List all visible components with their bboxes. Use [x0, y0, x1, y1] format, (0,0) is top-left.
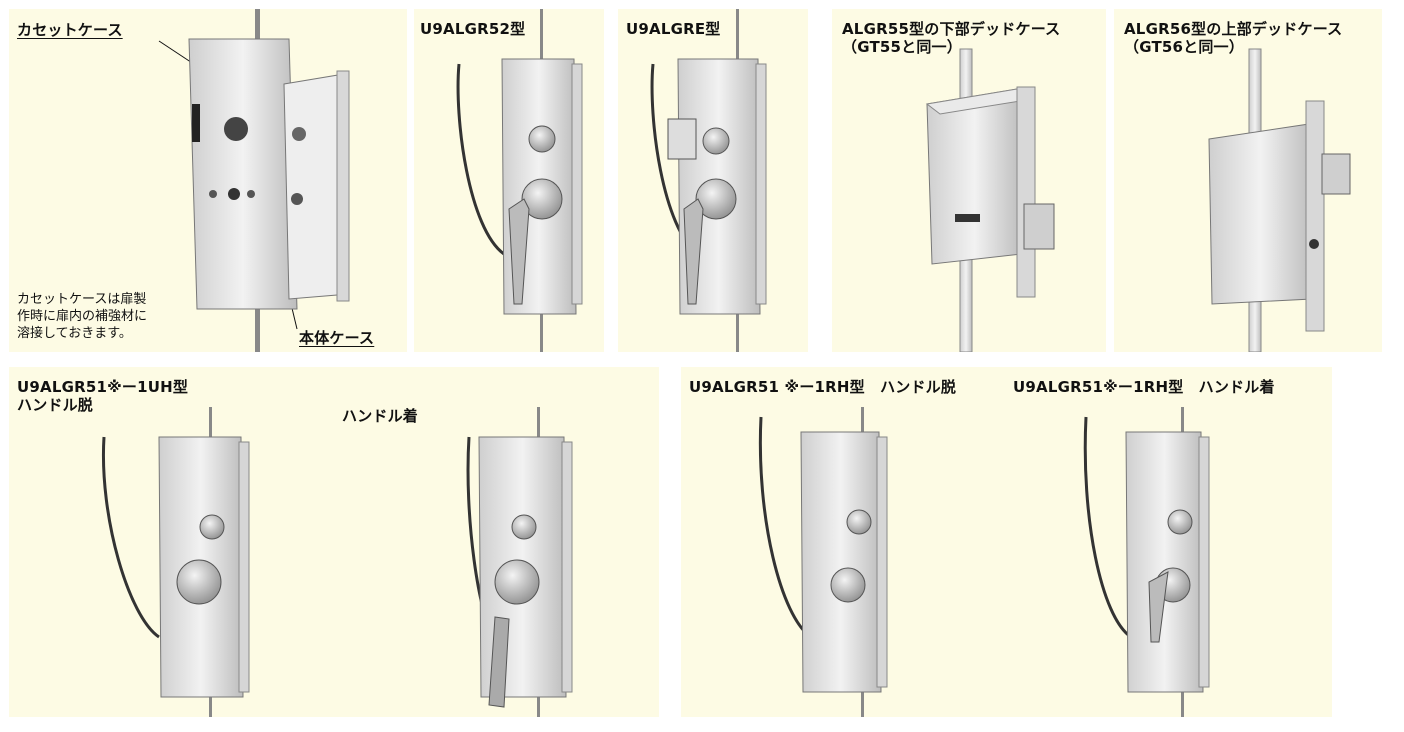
u9algre-illustration [650, 9, 767, 352]
panel-algr55: ALGR55型の下部デッドケース （GT55と同一） [832, 9, 1106, 352]
label-body-case: 本体ケース [299, 329, 375, 347]
u9algr52-illustration [456, 9, 583, 352]
title-u9algr52: U9ALGR52型 [420, 20, 526, 38]
algr56-illustration [1208, 48, 1351, 352]
lock-cassette-illustration [158, 9, 350, 352]
panel-u9algr51-uh: U9ALGR51※ー1UH型 ハンドル脱 ハンドル着 [9, 367, 659, 717]
label-cassette-case: カセットケース [17, 21, 123, 39]
title-u9algr51-uh: U9ALGR51※ー1UH型 ハンドル脱 [17, 378, 189, 414]
title-u9algre: U9ALGRE型 [626, 20, 721, 38]
panel-u9algr52: U9ALGR52型 [414, 9, 604, 352]
u9algr51-rh-illustration [758, 407, 1210, 717]
algr55-illustration [925, 48, 1055, 352]
panel-u9algre: U9ALGRE型 [618, 9, 808, 352]
panel-cassette-case: カセットケース 本体ケース カセットケースは扉製 作時に扉内の補強材に 溶接して… [9, 9, 407, 352]
title-rh-handle-removed: U9ALGR51 ※ー1RH型 ハンドル脱 [689, 378, 957, 396]
title-rh-handle-attached: U9ALGR51※ー1RH型 ハンドル着 [1013, 378, 1275, 396]
panel-algr56: ALGR56型の上部デッドケース （GT56と同一） [1114, 9, 1382, 352]
cassette-note: カセットケースは扉製 作時に扉内の補強材に 溶接しておきます。 [17, 292, 148, 341]
title-algr55: ALGR55型の下部デッドケース （GT55と同一） [842, 20, 1061, 56]
u9algr51-uh-illustration [101, 407, 573, 717]
title-algr56: ALGR56型の上部デッドケース （GT56と同一） [1124, 20, 1343, 56]
title-handle-attached: ハンドル着 [342, 407, 419, 425]
panel-u9algr51-rh: U9ALGR51 ※ー1RH型 ハンドル脱 U9ALGR51※ー1RH型 ハンド… [681, 367, 1332, 717]
